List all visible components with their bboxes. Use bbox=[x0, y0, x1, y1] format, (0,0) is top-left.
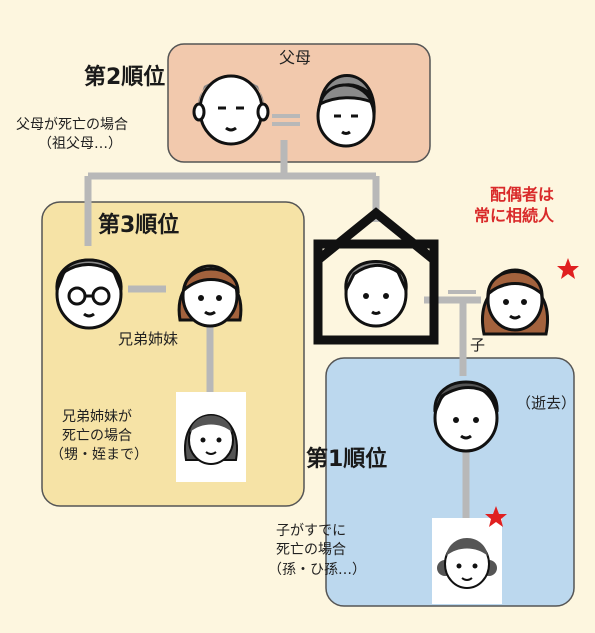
rank2-title: 第2順位 bbox=[84, 65, 166, 90]
rank3-note-line3: （甥・姪まで） bbox=[50, 447, 148, 463]
marriage-mark-spouse bbox=[448, 290, 476, 302]
spouse-note-line2: 常に相続人 bbox=[474, 206, 555, 225]
marriage-mark-parents bbox=[272, 114, 300, 126]
rank1-title: 第1順位 bbox=[306, 447, 388, 472]
sibling-woman-face-icon bbox=[177, 264, 243, 328]
child-face-icon bbox=[433, 380, 499, 453]
spouse-star-icon bbox=[557, 258, 579, 279]
siblings-label: 兄弟姉妹 bbox=[118, 330, 179, 348]
rank1-note-line1: 子がすでに bbox=[276, 523, 347, 539]
spouse-note-line1: 配偶者は bbox=[490, 185, 555, 204]
spouse-face-icon bbox=[481, 268, 549, 336]
deceased-face-icon bbox=[344, 260, 408, 328]
rank1-box bbox=[325, 357, 575, 607]
grandmother-face-icon bbox=[316, 74, 376, 148]
rank2-note-line1: 父母が死亡の場合 bbox=[16, 117, 128, 133]
house-frame-icon bbox=[313, 207, 439, 345]
rank3-note-line2: 死亡の場合 bbox=[62, 428, 132, 444]
parents-label: 父母 bbox=[279, 48, 312, 67]
niece-face-icon bbox=[176, 392, 246, 482]
grandchild-star-icon bbox=[485, 506, 507, 527]
rank1-note-line2: 死亡の場合 bbox=[276, 542, 346, 558]
rank1-note-line3: （孫・ひ孫…） bbox=[268, 562, 366, 578]
rank3-note-line1: 兄弟姉妹が bbox=[62, 409, 132, 425]
grandchild-face-icon bbox=[432, 518, 502, 604]
deceased-label: （逝去） bbox=[516, 394, 577, 412]
grandfather-face-icon bbox=[192, 74, 270, 146]
sibling-glasses-face-icon bbox=[55, 258, 123, 330]
rank2-note-line2: （祖父母…） bbox=[38, 136, 122, 152]
child-label: 子 bbox=[470, 336, 486, 354]
rank3-title: 第3順位 bbox=[98, 213, 180, 238]
